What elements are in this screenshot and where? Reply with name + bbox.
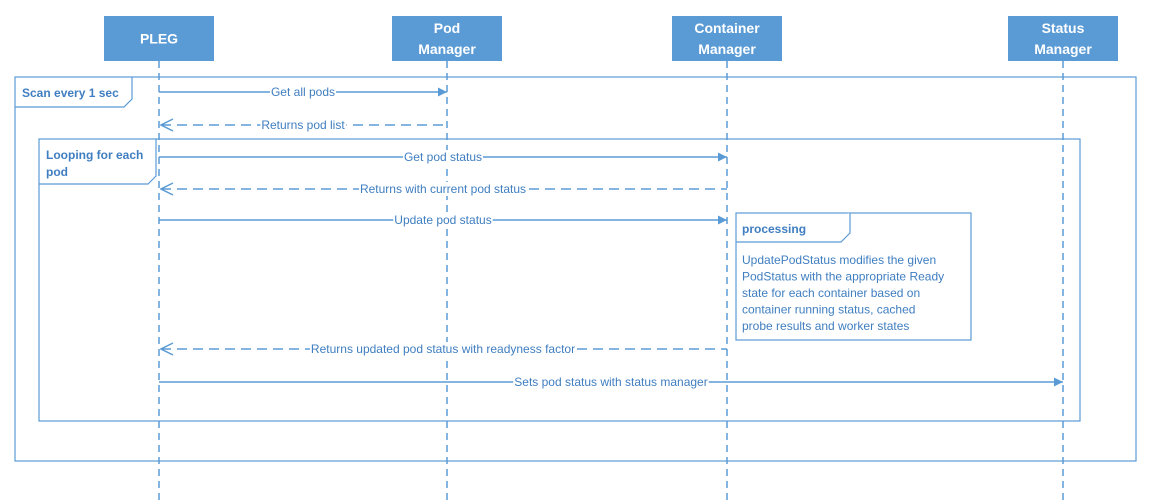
- message-1: Get all pods: [159, 85, 447, 99]
- frame-loop: Looping for each pod: [38, 138, 1081, 422]
- message-label: Returns with current pod status: [360, 182, 526, 196]
- actor-box-pod-manager: [392, 16, 502, 61]
- note-text-line: probe results and worker states: [742, 319, 909, 333]
- actor-label-container-manager: Manager: [698, 41, 756, 57]
- actor-pleg: PLEG: [104, 16, 214, 61]
- message-7: Sets pod status with status manager: [159, 375, 1063, 389]
- frame-scan: Scan every 1 sec: [14, 76, 1137, 462]
- message-label: Update pod status: [394, 213, 491, 227]
- note-title: processing: [742, 222, 806, 236]
- message-4: Returns with current pod status: [161, 182, 727, 196]
- actor-label-status-manager: Manager: [1034, 41, 1092, 57]
- actor-label-pleg: PLEG: [140, 31, 178, 47]
- actor-label-container-manager: Container: [694, 20, 760, 36]
- actor-box-status-manager: [1008, 16, 1118, 61]
- message-label: Returns updated pod status with readynes…: [311, 342, 575, 356]
- message-5: Update pod status: [159, 213, 727, 227]
- message-label: Sets pod status with status manager: [514, 375, 707, 389]
- frame-label-loop: Looping for each: [46, 148, 143, 162]
- actor-label-pod-manager: Pod: [434, 20, 460, 36]
- note-text-line: UpdatePodStatus modifies the given: [742, 253, 936, 267]
- note-text-line: PodStatus with the appropriate Ready: [742, 270, 944, 284]
- message-label: Get all pods: [271, 85, 335, 99]
- actor-box-pleg: [104, 16, 214, 61]
- note-text-line: state for each container based on: [742, 286, 920, 300]
- message-2: Returns pod list: [161, 118, 447, 132]
- message-label: Returns pod list: [261, 118, 345, 132]
- actor-label-status-manager: Status: [1042, 20, 1085, 36]
- note-text-line: container running status, cached: [742, 303, 915, 317]
- actor-label-pod-manager: Manager: [418, 41, 476, 57]
- frame-label-loop: pod: [46, 165, 68, 179]
- actor-box-container-manager: [672, 16, 782, 61]
- frame-label-scan: Scan every 1 sec: [22, 86, 119, 100]
- message-6: Returns updated pod status with readynes…: [161, 342, 727, 356]
- message-label: Get pod status: [404, 150, 482, 164]
- message-3: Get pod status: [159, 150, 727, 164]
